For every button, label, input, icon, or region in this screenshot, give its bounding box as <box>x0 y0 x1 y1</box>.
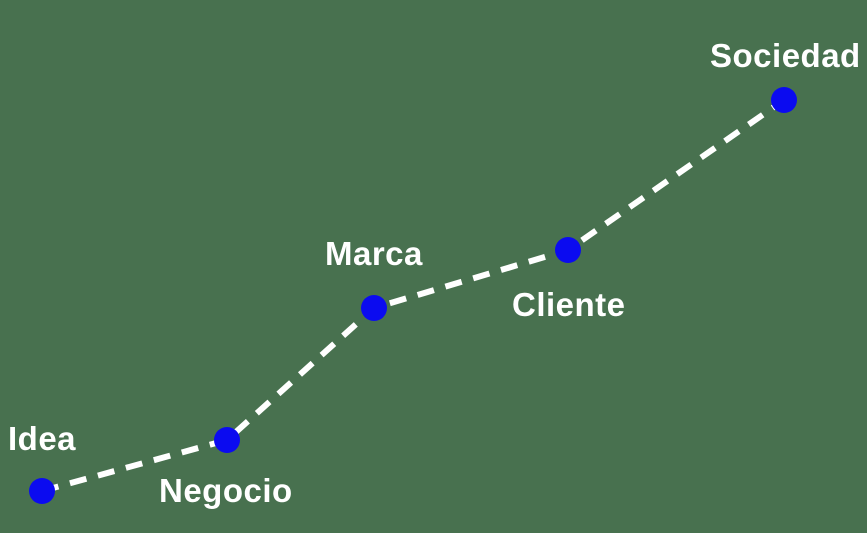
milestone-dot-negocio <box>214 427 240 453</box>
dashed-path-line <box>41 97 786 494</box>
milestone-dot-idea <box>29 478 55 504</box>
milestone-label-cliente: Cliente <box>512 286 626 323</box>
milestone-dot-sociedad <box>771 87 797 113</box>
milestone-dot-cliente <box>555 237 581 263</box>
milestone-label-negocio: Negocio <box>159 472 293 509</box>
milestone-label-idea: Idea <box>8 420 77 457</box>
journey-dots-group <box>29 87 797 504</box>
milestone-label-marca: Marca <box>325 235 423 272</box>
milestone-label-sociedad: Sociedad <box>710 37 861 74</box>
milestone-dot-marca <box>361 295 387 321</box>
